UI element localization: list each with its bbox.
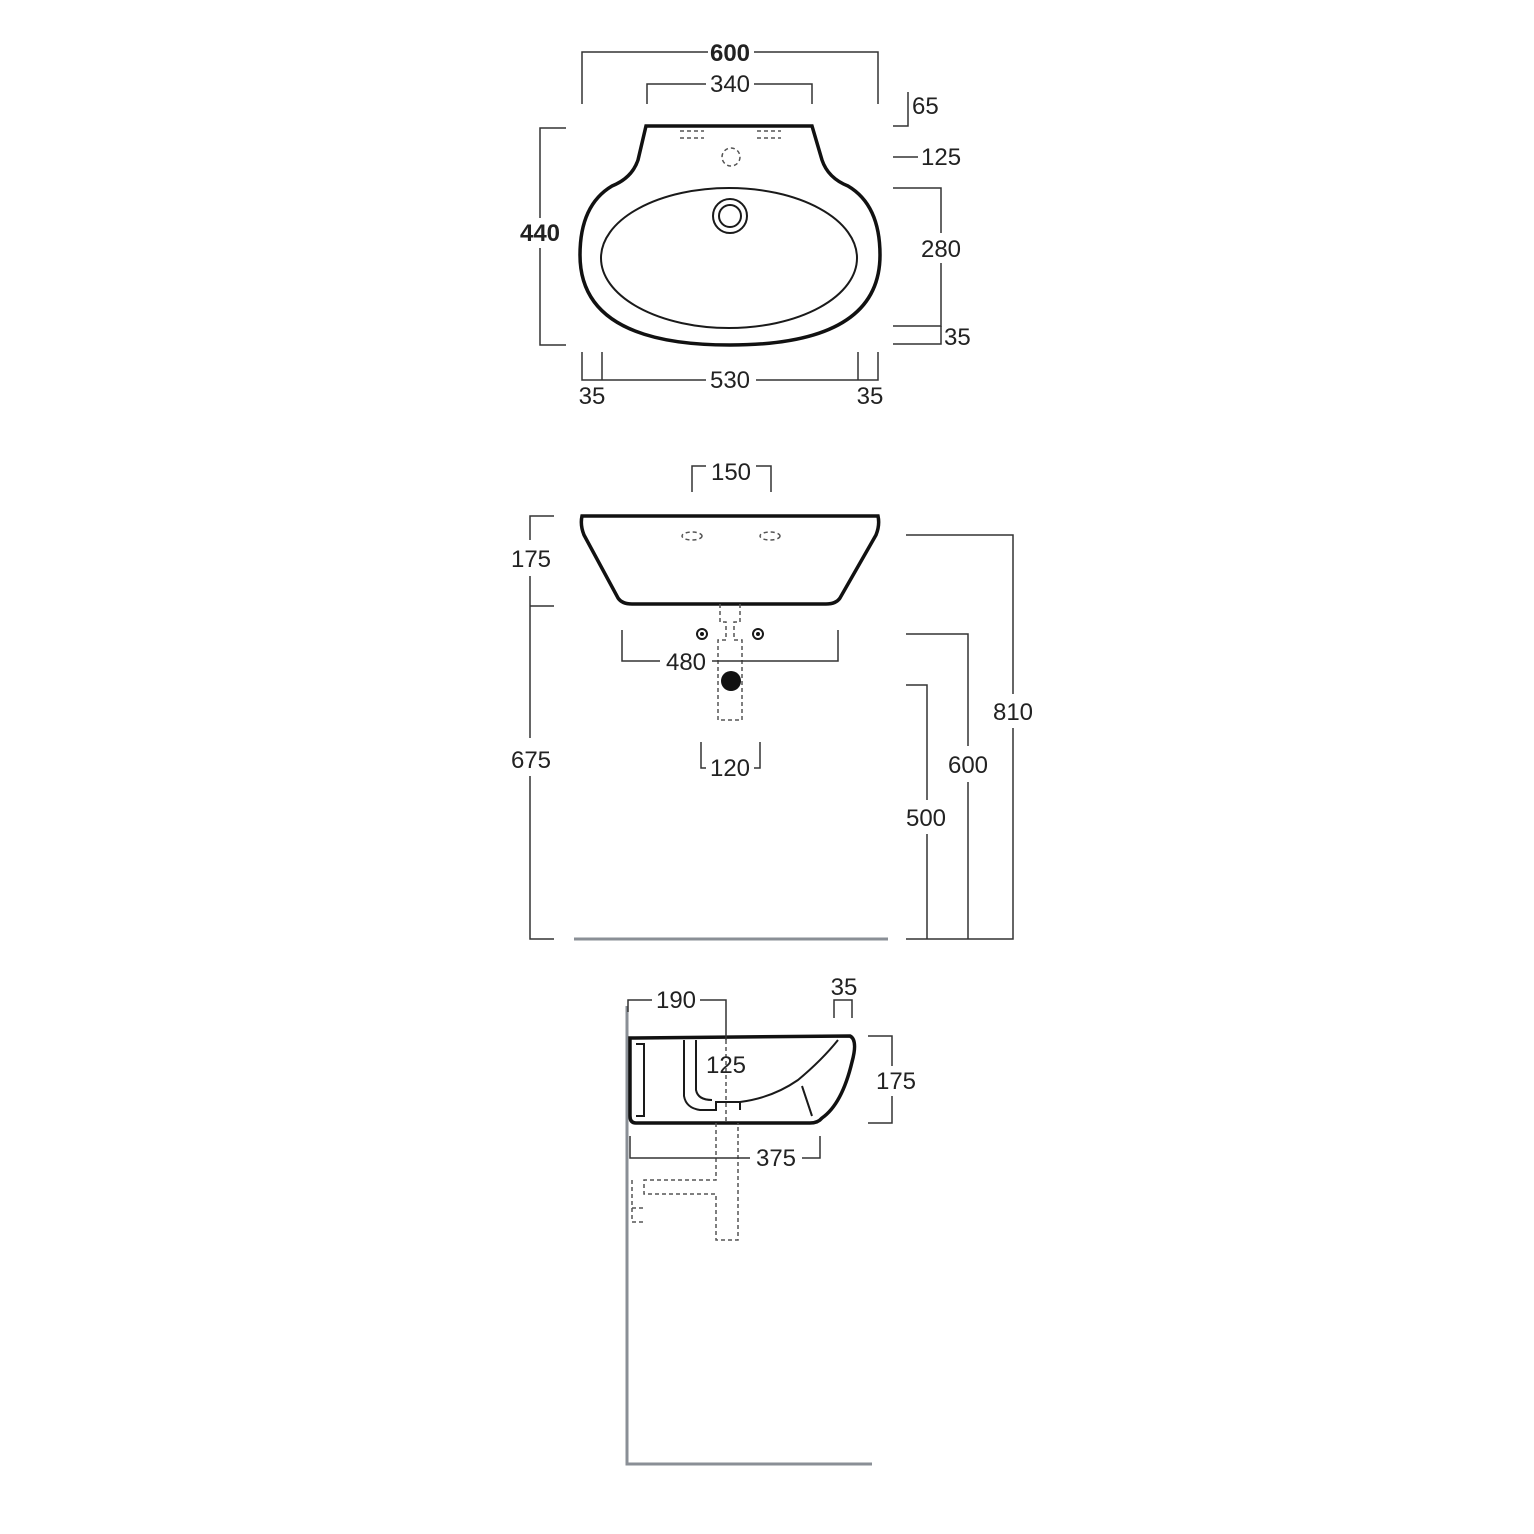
dim-waste-width: 120 [710, 755, 750, 782]
basin-outline-top [578, 124, 882, 347]
dim-inner-width: 530 [710, 367, 750, 394]
dim-back-to-bowl: 125 [921, 144, 961, 171]
dim-front-rim: 35 [944, 324, 971, 351]
tap-hole-right-icon [759, 531, 781, 541]
tap-hole-icon [721, 147, 741, 167]
dim-fixing-height: 600 [948, 752, 988, 779]
fixing-bolt-left-icon [696, 628, 708, 640]
basin-section [628, 1034, 857, 1125]
dim-bowl-depth: 280 [921, 236, 961, 263]
dim-height-below: 675 [511, 747, 551, 774]
front-view: 150 175 675 480 120 810 600 500 [511, 459, 1033, 941]
dim-basin-height: 175 [511, 546, 551, 573]
side-view: 190 35 175 125 375 [625, 974, 916, 1466]
dim-back-offset: 65 [912, 93, 939, 120]
waste-outlet-icon [721, 671, 741, 691]
dim-back-to-waste: 190 [656, 987, 696, 1014]
waste-pipe [717, 604, 743, 721]
dim-tap-holes-spacing: 150 [711, 459, 751, 486]
bowl-outline [600, 187, 858, 329]
drain-icon [712, 198, 748, 234]
dim-width-total: 600 [710, 40, 750, 67]
dim-depth-total: 440 [520, 220, 560, 247]
dim-tap-span: 340 [710, 71, 750, 98]
dim-waste-height: 500 [906, 805, 946, 832]
dim-side-rim-right: 35 [857, 383, 884, 410]
tap-hole-mark-right [757, 130, 781, 139]
tap-hole-left-icon [681, 531, 703, 541]
fixing-bolt-right-icon [752, 628, 764, 640]
tap-hole-mark-left [680, 130, 704, 139]
dim-fixing-span: 480 [666, 649, 706, 676]
dim-rim-height: 810 [993, 699, 1033, 726]
dim-side-front-rim: 35 [831, 974, 858, 1001]
dim-waste-depth: 125 [706, 1052, 746, 1079]
trap-pipe [643, 1123, 739, 1241]
dim-side-rim-left: 35 [579, 383, 606, 410]
wall-line [625, 1006, 872, 1466]
top-view: 600 340 440 65 125 280 35 530 35 35 [520, 40, 971, 410]
dim-side-basin-height: 175 [876, 1068, 916, 1095]
basin-outline-front [579, 514, 881, 606]
dim-projection: 375 [756, 1145, 796, 1172]
